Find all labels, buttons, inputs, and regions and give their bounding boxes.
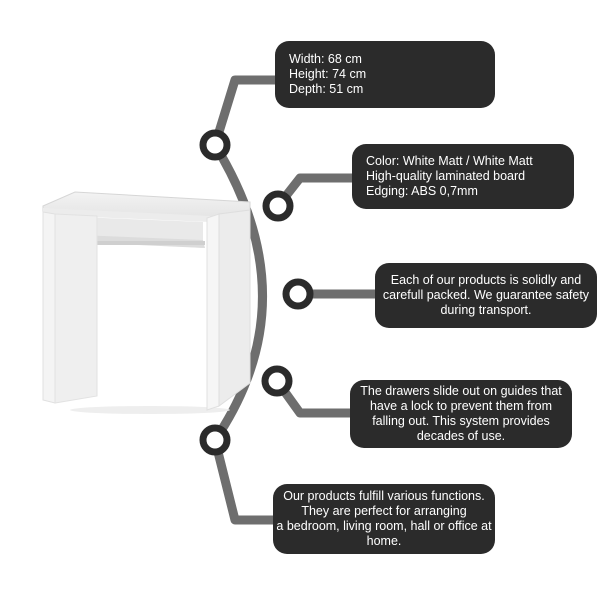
callout-1-line-3: Depth: 51 cm — [289, 82, 364, 96]
callout-2-line-1: Color: White Matt / White Matt — [366, 154, 533, 168]
desk-image — [42, 191, 251, 414]
node-1 — [199, 129, 231, 161]
node-4 — [261, 365, 293, 397]
callout-5-line-3: a bedroom, living room, hall or office a… — [276, 519, 492, 533]
callout-4-line-1: The drawers slide out on guides that — [360, 384, 562, 398]
callout-material: Color: White Matt / White Matt High-qual… — [352, 144, 574, 209]
callout-4-line-2: have a lock to prevent them from — [369, 399, 553, 413]
callout-1-line-2: Height: 74 cm — [289, 67, 367, 81]
callout-5-line-4: home. — [366, 534, 402, 548]
callout-drawers: The drawers slide out on guides that hav… — [350, 380, 572, 448]
callout-packaging: Each of our products is solidly and care… — [375, 263, 597, 328]
callout-2-line-3: Edging: ABS 0,7mm — [366, 184, 478, 198]
callout-3-line-1: Each of our products is solidly and — [390, 273, 582, 287]
callout-5-line-1: Our products fulfill various functions. — [283, 489, 485, 503]
callout-4-line-4: decades of use. — [416, 429, 506, 443]
connector-bottom-tail — [210, 438, 275, 525]
node-3 — [282, 278, 314, 310]
callout-3-line-3: during transport. — [440, 303, 532, 317]
connector-arc — [210, 140, 267, 445]
node-2 — [262, 190, 294, 222]
node-5 — [199, 424, 231, 456]
callout-functions: Our products fulfill various functions. … — [273, 484, 495, 554]
callout-dimensions: Width: 68 cm Height: 74 cm Depth: 51 cm — [275, 41, 495, 108]
callout-4-line-3: falling out. This system provides — [372, 414, 550, 428]
callout-3-line-2: carefull packed. We guarantee safety — [382, 288, 590, 302]
connector-top-tail — [210, 75, 275, 147]
callout-5-line-2: They are perfect for arranging — [301, 504, 467, 518]
callout-1-line-1: Width: 68 cm — [289, 52, 362, 66]
callout-2-line-2: High-quality laminated board — [366, 169, 526, 183]
